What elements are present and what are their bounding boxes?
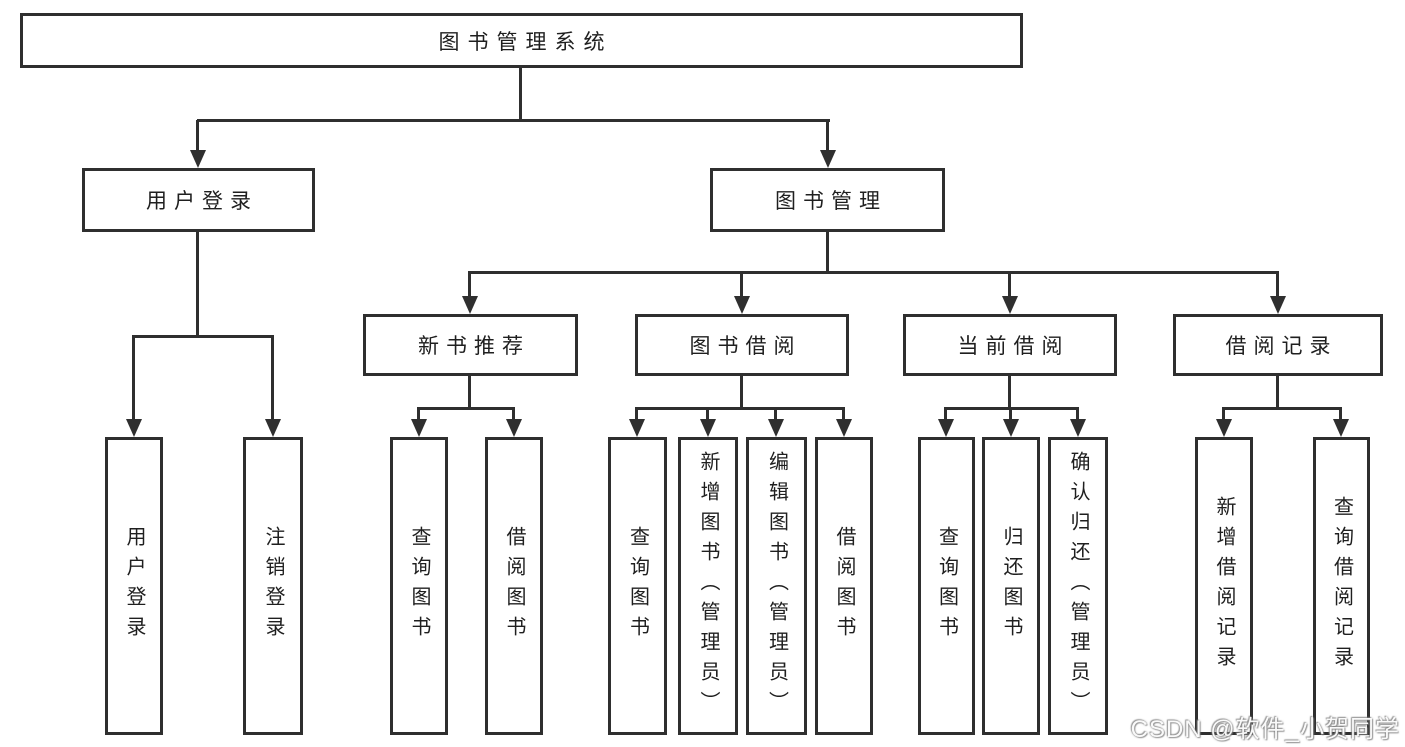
leaf-add-book-admin: 新增图书（管理员）: [678, 437, 738, 735]
leaf-query-books-current: 查询图书: [918, 437, 975, 735]
connector-line: [1008, 271, 1011, 298]
leaf-logout: 注销登录: [243, 437, 303, 735]
connector-line: [468, 271, 1279, 274]
arrow-down-icon: [1002, 296, 1018, 314]
connector-line: [1339, 407, 1342, 421]
connector-line: [740, 376, 743, 410]
leaf-return-book: 归还图书: [982, 437, 1040, 735]
connector-line: [1008, 376, 1011, 410]
connector-line: [1076, 407, 1079, 421]
arrow-down-icon: [126, 419, 142, 437]
connector-line: [826, 120, 829, 151]
leaf-confirm-return-admin: 确认归还（管理员）: [1048, 437, 1108, 735]
arrow-down-icon: [265, 419, 281, 437]
node-root: 图书管理系统: [20, 13, 1023, 68]
arrow-down-icon: [820, 150, 836, 168]
arrow-down-icon: [938, 419, 954, 437]
arrow-down-icon: [768, 419, 784, 437]
watermark: CSDN @软件_小贺同学: [1130, 716, 1400, 743]
leaf-edit-book-admin: 编辑图书（管理员）: [746, 437, 807, 735]
connector-line: [196, 120, 199, 151]
connector-line: [706, 407, 709, 421]
connector-line: [417, 407, 420, 421]
connector-line: [196, 232, 199, 338]
connector-line: [1276, 271, 1279, 298]
connector-line: [132, 335, 274, 338]
connector-line: [1009, 407, 1012, 421]
connector-line: [826, 232, 829, 274]
node-borrow-records: 借阅记录: [1173, 314, 1383, 376]
connector-line: [468, 271, 471, 298]
connector-line: [512, 407, 515, 421]
connector-line: [417, 407, 515, 410]
arrow-down-icon: [1333, 419, 1349, 437]
arrow-down-icon: [411, 419, 427, 437]
arrow-down-icon: [1070, 419, 1086, 437]
arrow-down-icon: [836, 419, 852, 437]
arrow-down-icon: [1216, 419, 1232, 437]
connector-line: [1222, 407, 1342, 410]
leaf-borrow-books-recommend: 借阅图书: [485, 437, 543, 735]
connector-line: [635, 407, 845, 410]
leaf-add-borrow-record: 新增借阅记录: [1195, 437, 1253, 735]
arrow-down-icon: [1270, 296, 1286, 314]
node-book-management: 图书管理: [710, 168, 945, 232]
connector-line: [944, 407, 947, 421]
connector-line: [842, 407, 845, 421]
connector-line: [271, 335, 274, 420]
connector-line: [132, 335, 135, 420]
connector-line: [1276, 376, 1279, 410]
arrow-down-icon: [734, 296, 750, 314]
node-book-borrow: 图书借阅: [635, 314, 849, 376]
leaf-query-books-recommend: 查询图书: [390, 437, 448, 735]
connector-line: [1222, 407, 1225, 421]
arrow-down-icon: [462, 296, 478, 314]
node-new-book-recommend: 新书推荐: [363, 314, 578, 376]
connector-line: [774, 407, 777, 421]
node-current-borrow: 当前借阅: [903, 314, 1117, 376]
arrow-down-icon: [190, 150, 206, 168]
leaf-borrow-books: 借阅图书: [815, 437, 873, 735]
node-user-login: 用户登录: [82, 168, 315, 232]
connector-line: [740, 271, 743, 298]
connector-line: [197, 119, 830, 122]
connector-line: [468, 376, 471, 410]
connector-line: [635, 407, 638, 421]
arrow-down-icon: [1003, 419, 1019, 437]
arrow-down-icon: [700, 419, 716, 437]
leaf-query-books-borrow: 查询图书: [608, 437, 667, 735]
arrow-down-icon: [629, 419, 645, 437]
connector-line: [519, 68, 522, 120]
arrow-down-icon: [506, 419, 522, 437]
leaf-query-borrow-record: 查询借阅记录: [1313, 437, 1370, 735]
leaf-user-login: 用户登录: [105, 437, 163, 735]
